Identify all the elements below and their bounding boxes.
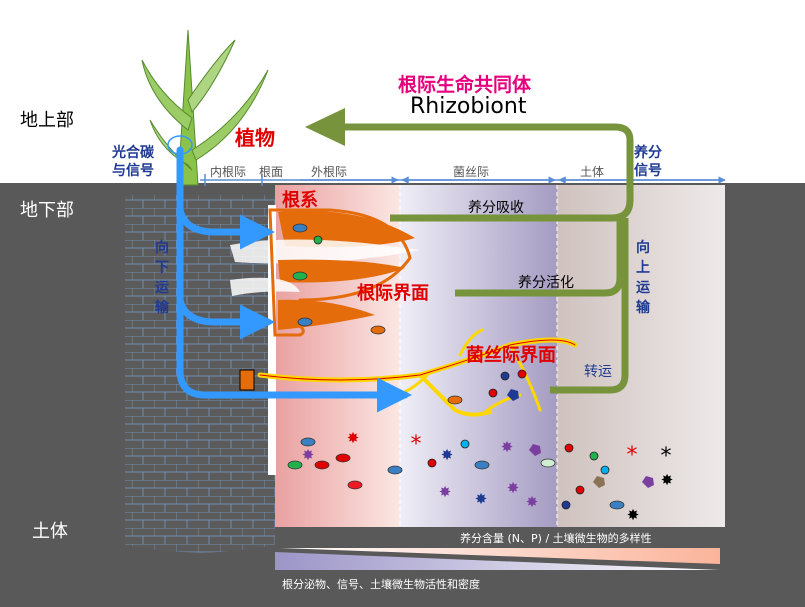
- microbes: ✸ ✸ * ✸ ✸ ✸ ✸ ✸ * * ✸ ✸ ✸: [287, 223, 674, 524]
- exudate-gradient-wedge: [275, 552, 720, 570]
- bacterium-icon: [287, 460, 303, 470]
- bacterium-icon: [347, 480, 363, 490]
- nutrient-uptake-label: 养分吸收: [468, 200, 524, 216]
- microbe-dot-icon: [500, 371, 510, 381]
- microbe-dot-icon: [600, 465, 610, 475]
- gradient-top-label: 养分含量 (N、P) / 土壤微生物的多样性: [460, 531, 652, 545]
- axis-bulk-soil: 土体: [580, 165, 604, 179]
- microbe-star-icon: ✸: [507, 479, 520, 497]
- microbe-dot-icon: [460, 439, 470, 449]
- sky-background: [0, 0, 805, 183]
- microbe-dot-icon: [561, 500, 571, 510]
- bacterium-icon: [314, 460, 330, 470]
- above-ground-label: 地上部: [20, 110, 74, 131]
- bacterium-icon: [609, 500, 625, 510]
- microbe-star-icon: ✸: [441, 446, 454, 464]
- nutrient-activation-label: 养分活化: [518, 275, 574, 291]
- bulk-soil-zone: [557, 185, 725, 527]
- bacterium-icon: [292, 223, 308, 233]
- microbe-star-icon: ✸: [526, 493, 539, 511]
- bacterium-icon: [474, 460, 490, 470]
- bacterium-icon: [387, 465, 403, 475]
- microbe-star-icon: ✸: [302, 446, 315, 464]
- bacterium-icon: [540, 458, 556, 468]
- rhizoplane-strip: [268, 205, 276, 475]
- title-en: Rhizobiont: [410, 94, 527, 119]
- microbe-poly-icon: [529, 444, 541, 456]
- hyphae-network: [257, 328, 578, 417]
- bacterium-icon: [297, 317, 313, 327]
- bacterium-icon: [300, 437, 316, 447]
- axis-hyphosphere: 菌丝际: [453, 165, 489, 179]
- bacterium-icon: [370, 325, 386, 335]
- downward-transport-label: 向下运输: [155, 239, 170, 316]
- bacterium-icon: [335, 453, 351, 463]
- axis-endorhizosphere: 内根际: [210, 165, 246, 179]
- nutrient-gradient-wedge: [280, 548, 720, 564]
- microbe-dot-icon: [575, 485, 585, 495]
- axis-rhizoplane: 根面: [259, 165, 283, 179]
- axis-ectorhizosphere: 外根际: [311, 165, 347, 179]
- below-ground-label: 地下部: [20, 200, 74, 221]
- plant-label: 植物: [235, 126, 275, 150]
- microbe-dot-icon: [589, 451, 599, 461]
- microbe-star-icon: ✸: [347, 429, 360, 447]
- microbe-poly-icon: [642, 476, 654, 488]
- nutrient-signal-label: 养分信号: [633, 144, 662, 179]
- microbe-poly-icon: [593, 476, 605, 488]
- plant-icon: [141, 29, 269, 186]
- microbe-poly-icon: [507, 389, 519, 401]
- root-system-label: 根系: [282, 189, 318, 211]
- gradient-bottom-label: 根分泌物、信号、土壤微生物活性和密度: [282, 577, 480, 591]
- microbe-star-icon: *: [627, 443, 638, 468]
- microbe-dot-icon: [427, 458, 437, 468]
- arbuscule-icon: [239, 369, 255, 391]
- bacterium-icon: [292, 271, 308, 281]
- title-cn: 根际生命共同体: [398, 73, 532, 96]
- root-system: [230, 208, 420, 337]
- rhizosphere-interface-label: 根际界面: [357, 282, 429, 304]
- nutrient-signal-arrow: [340, 123, 634, 394]
- microbe-dot-icon: [564, 443, 574, 453]
- microbe-star-icon: ✸: [475, 490, 488, 508]
- transfer-label: 转运: [584, 364, 612, 380]
- microbe-star-icon: *: [411, 432, 422, 457]
- microbe-star-icon: ✸: [501, 438, 514, 456]
- bacterium-icon: [447, 395, 463, 405]
- microbe-star-icon: ✸: [627, 506, 640, 524]
- photosynthate-label: 光合碳与信号: [111, 144, 155, 179]
- hyphosphere-interface-label: 菌丝际界面: [466, 344, 556, 366]
- microbe-star-icon: *: [661, 444, 672, 469]
- microbe-dot-icon: [488, 388, 498, 398]
- microbe-star-icon: ✸: [439, 483, 452, 501]
- green-arrow-head: [305, 108, 345, 146]
- carbon-transport-arrows: [176, 146, 412, 413]
- microbe-dot-icon: [313, 235, 323, 245]
- upward-transport-label: 向上运输: [636, 239, 651, 316]
- microbe-dot-icon: [517, 369, 527, 379]
- microbe-star-icon: ✸: [661, 471, 674, 489]
- soil-label: 土体: [32, 521, 68, 542]
